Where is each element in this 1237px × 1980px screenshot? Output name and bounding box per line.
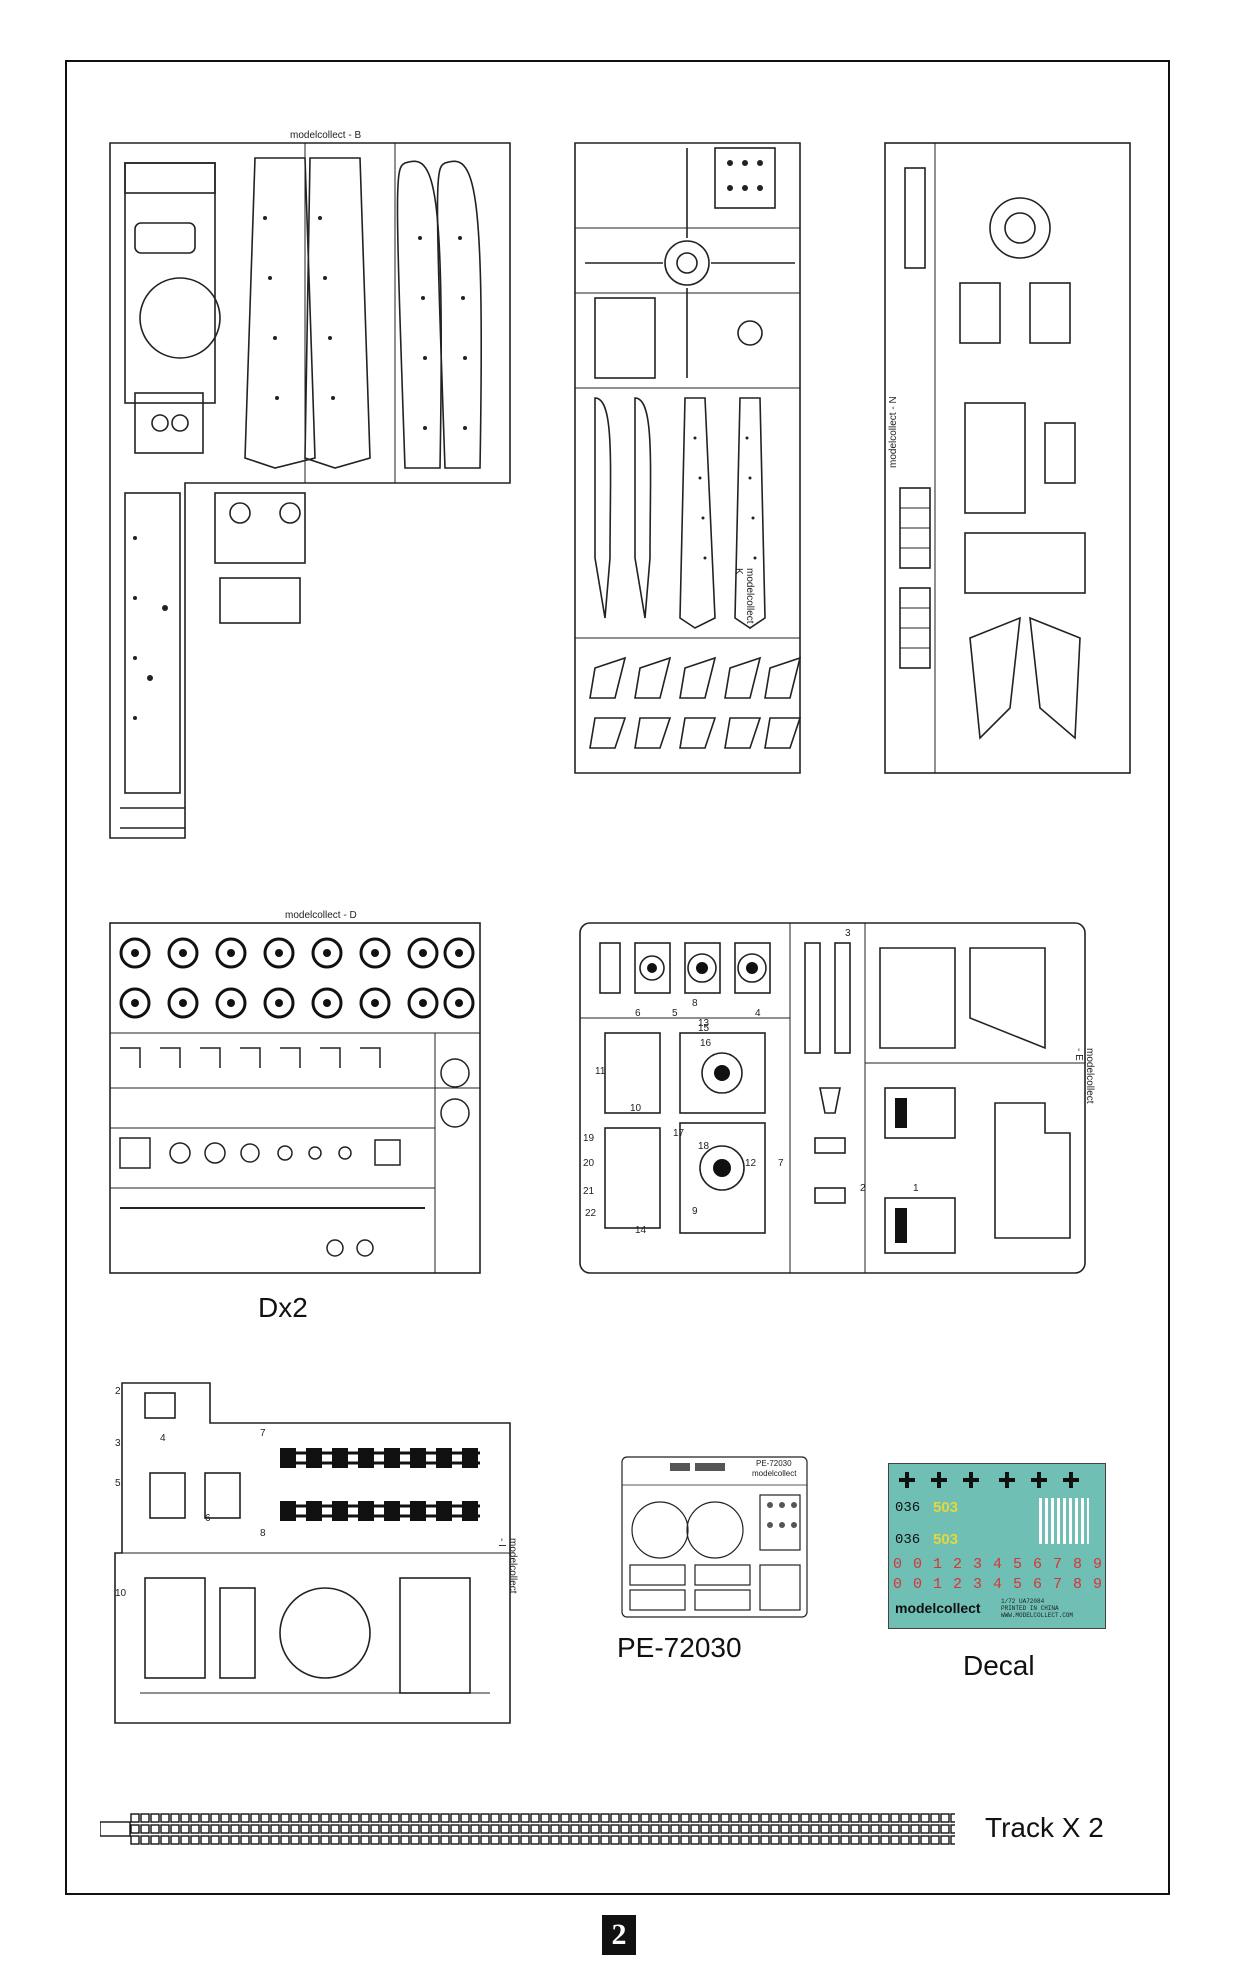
sprue-n: modelcollect - N — [880, 138, 1135, 778]
photoetch-brand: modelcollect — [752, 1469, 797, 1478]
sprue-e-part-number: 18 — [698, 1141, 710, 1152]
balkenkreuz-icon — [1031, 1472, 1047, 1488]
sprue-e-part-number: 11 — [595, 1066, 606, 1077]
track-label: Track X 2 — [985, 1812, 1104, 1843]
balkenkreuz-icon — [963, 1472, 979, 1488]
sprue-e-part-number: 13 — [698, 1018, 710, 1029]
sprue-e-part-number: 14 — [635, 1225, 647, 1236]
sprue-i: modelcollect - I 2 3 4 5 6 7 8 10 — [110, 1378, 525, 1733]
balkenkreuz-icon — [931, 1472, 947, 1488]
sprue-b-tag: modelcollect - B — [290, 130, 362, 141]
decal-fineprint-1: 1/72 UA72084 — [1001, 1598, 1045, 1605]
page-frame — [65, 60, 1170, 1895]
photoetch-header: PE-72030 — [756, 1459, 792, 1468]
sprue-i-part-number: 10 — [115, 1588, 127, 1599]
sprue-e-part-number: 10 — [630, 1103, 642, 1114]
track-link-strip — [99, 1812, 955, 1846]
sprue-d-tag: modelcollect - D — [285, 910, 357, 921]
sprue-i-tag: modelcollect - I — [496, 1538, 518, 1594]
decal-number-row1: 036 — [895, 1500, 921, 1516]
sprue-e-part-number: 16 — [700, 1038, 712, 1049]
decal-white-stripes — [1039, 1498, 1089, 1544]
decal-yellow-row2: 503 — [933, 1531, 959, 1548]
sprue-d: modelcollect - D — [105, 910, 485, 1278]
sprue-e-part-number: 15 — [698, 1023, 710, 1034]
sprue-e-part-number: 22 — [585, 1208, 597, 1219]
sprue-e-part-number: 5 — [672, 1008, 678, 1019]
sprue-e-part-number: 4 — [755, 1008, 761, 1019]
photoetch-fret: PE-72030 modelcollect — [620, 1455, 810, 1620]
decal-digits-row2: 0 0 1 2 3 4 5 6 7 8 9 — [893, 1576, 1104, 1593]
sprue-e-part-number: 2 — [860, 1183, 866, 1194]
decal-digits-row1: 0 0 1 2 3 4 5 6 7 8 9 — [893, 1556, 1104, 1573]
sprue-i-part-number: 6 — [205, 1513, 211, 1524]
sprue-i-part-number: 8 — [260, 1528, 266, 1539]
sprue-e-part-number: 9 — [692, 1206, 698, 1217]
balkenkreuz-icon — [1063, 1472, 1079, 1488]
sprue-k-tag: modelcollect - K — [733, 568, 755, 630]
sprue-n-tag: modelcollect - N — [888, 396, 899, 468]
sprue-e-part-number: 21 — [583, 1186, 595, 1197]
decal-sheet: 036 503 036 503 0 0 1 2 3 4 5 6 7 8 9 0 … — [888, 1463, 1106, 1629]
sprue-e-part-number: 8 — [692, 998, 698, 1009]
sprue-k: modelcollect - K — [565, 138, 820, 783]
sprue-e-part-number: 3 — [845, 928, 851, 939]
decal-fineprint-2: PRINTED IN CHINA — [1001, 1605, 1059, 1612]
page-number: 2 — [602, 1915, 636, 1955]
sprue-e-part-number: 19 — [583, 1133, 595, 1144]
decal-label: Decal — [963, 1650, 1035, 1681]
decal-brand: modelcollect — [895, 1600, 981, 1616]
sprue-e-tag: modelcollect - E — [1073, 1048, 1095, 1104]
sprue-i-part-number: 2 — [115, 1386, 121, 1397]
sprue-i-part-number: 4 — [160, 1433, 166, 1444]
balkenkreuz-icon — [999, 1472, 1015, 1488]
balkenkreuz-icon — [899, 1472, 915, 1488]
decal-fineprint-3: WWW.MODELCOLLECT.COM — [1001, 1612, 1074, 1619]
sprue-i-part-number: 7 — [260, 1428, 266, 1439]
sprue-e-part-number: 7 — [778, 1158, 784, 1169]
sprue-e-part-number: 1 — [913, 1183, 919, 1194]
sprue-e-part-number: 17 — [673, 1128, 685, 1139]
sprue-b: modelcollect - B — [105, 130, 520, 848]
sprue-e-part-number: 20 — [583, 1158, 595, 1169]
photoetch-label: PE-72030 — [617, 1632, 742, 1663]
sprue-e-part-number: 6 — [635, 1008, 641, 1019]
decal-yellow-row1: 503 — [933, 1499, 959, 1516]
sprue-i-part-number: 3 — [115, 1438, 121, 1449]
sprue-d-label: Dx2 — [258, 1292, 308, 1323]
sprue-i-part-number: 5 — [115, 1478, 121, 1489]
decal-number-row2: 036 — [895, 1532, 921, 1548]
sprue-e-part-number: 12 — [745, 1158, 757, 1169]
